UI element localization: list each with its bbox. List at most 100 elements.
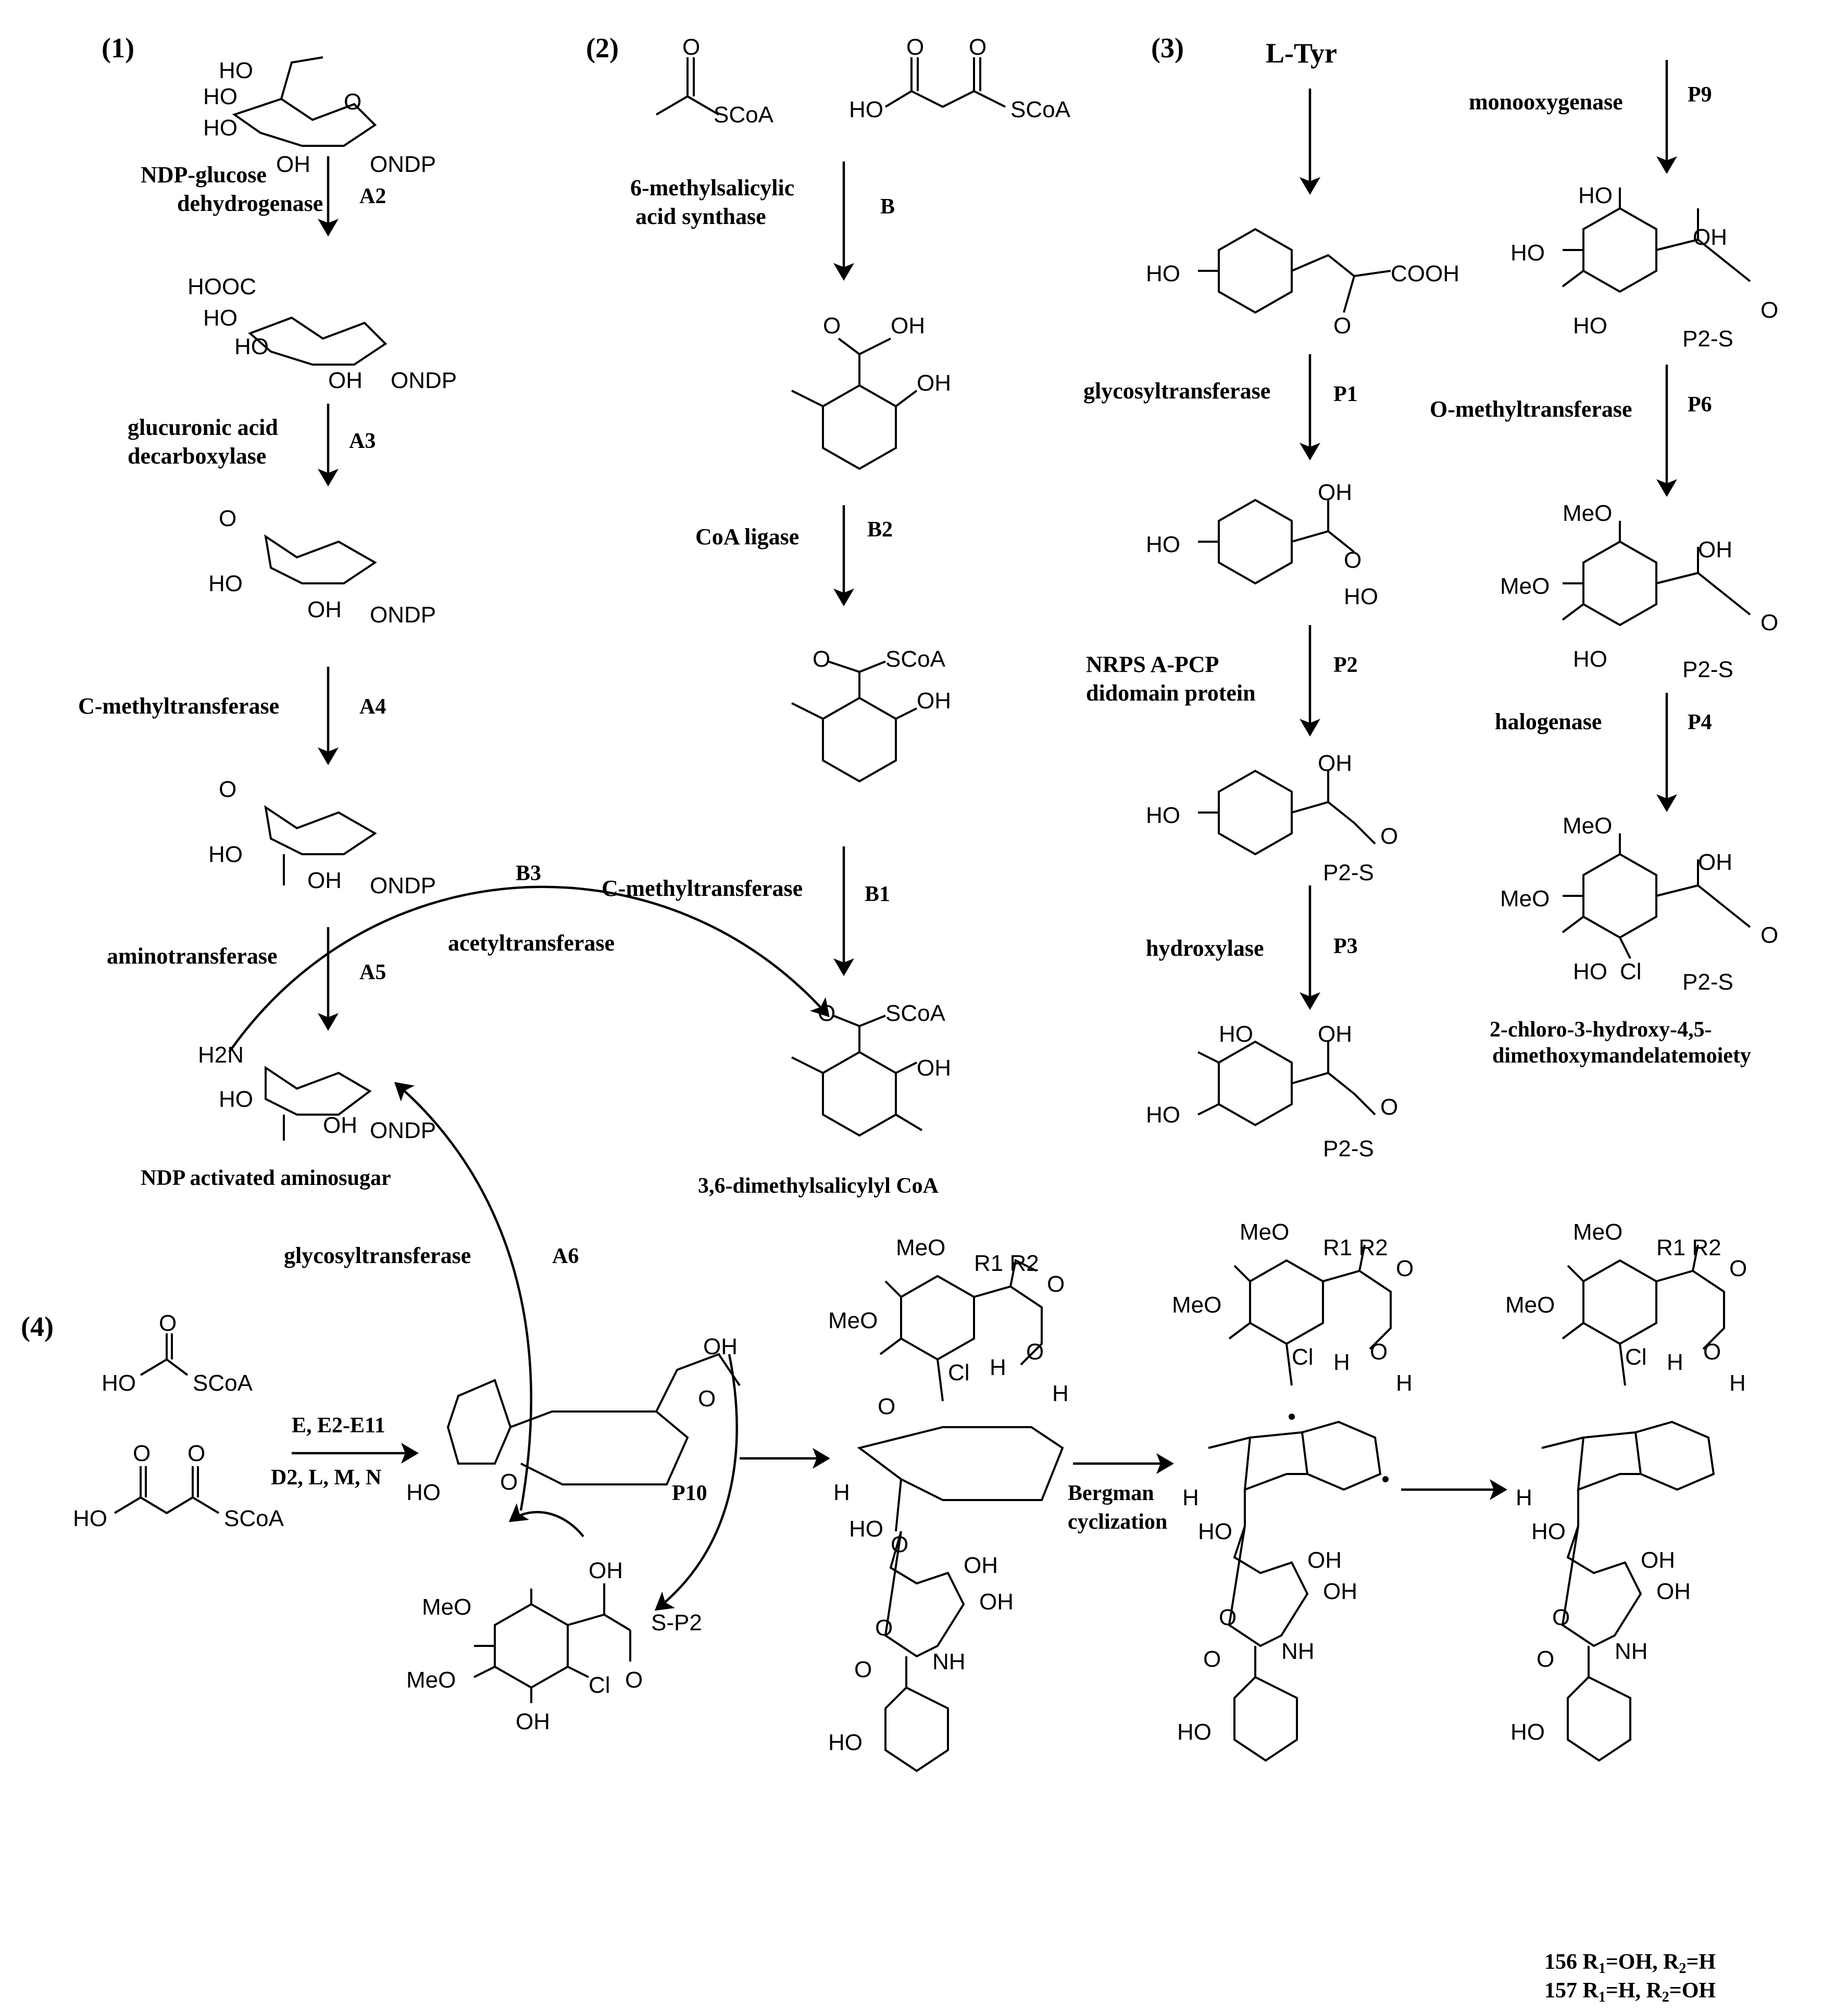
atom-label: OH	[917, 688, 951, 714]
atom-label: OH	[964, 1553, 998, 1578]
atom-label: P2-S	[1323, 860, 1374, 885]
atom-label: ONDP	[370, 873, 436, 898]
reverse-arrow	[508, 1503, 584, 1538]
atom-label: O	[1203, 1646, 1221, 1672]
atom-label: SCoA	[885, 1001, 946, 1026]
atom-label: HO	[102, 1370, 136, 1396]
section-label-3: (3)	[1151, 32, 1184, 64]
structure-enediyne-core: OH O HO O	[406, 1334, 741, 1505]
atom-label: H	[1396, 1370, 1413, 1396]
step-code: B3	[516, 861, 541, 885]
atom-label: Cl	[1625, 1344, 1647, 1370]
atom-label: SCoA	[714, 102, 774, 128]
step-code: P9	[1688, 83, 1712, 107]
enzyme-label: acid synthase	[635, 204, 766, 229]
atom-label: O	[1760, 610, 1778, 635]
atom-label: O	[969, 34, 987, 60]
atom-label: O	[1333, 313, 1351, 339]
enzyme-label: 6-methylsalicylic	[630, 175, 794, 201]
step-code: A3	[349, 429, 376, 453]
enzyme-label: acetyltransferase	[448, 930, 615, 956]
atom-label: H	[833, 1480, 850, 1505]
atom-label: O	[188, 1441, 205, 1466]
section-label-2: (2)	[586, 32, 619, 64]
atom-label: HO	[203, 115, 238, 141]
atom-label: H	[1052, 1381, 1069, 1406]
enzyme-label: glucuronic acid	[128, 415, 278, 440]
product-label: 2-chloro-3-hydroxy-4,5-	[1490, 1018, 1712, 1042]
enzyme-group: E, E2-E11	[292, 1414, 385, 1438]
enzyme-label: didomain protein	[1086, 680, 1256, 706]
atom-label: ONDP	[370, 602, 436, 628]
enzyme-label: dehydrogenase	[177, 191, 323, 216]
structure-4-hydroxyphenylpyruvate: HO O COOH	[1146, 228, 1459, 339]
structure-trihydroxymandeloyl-pcp: HO HO HO OH O P2-S	[1510, 183, 1778, 352]
atom-label: Cl	[948, 1360, 970, 1385]
atom-label: O	[1760, 922, 1778, 948]
atom-label: NH	[1281, 1639, 1315, 1664]
atom-label: HO	[406, 1480, 441, 1505]
atom-label: MeO	[1573, 1219, 1622, 1245]
atom-label: HO	[1578, 183, 1613, 208]
atom-label: OH	[1318, 480, 1352, 505]
atom-label: O	[344, 89, 361, 115]
atom-label: HO	[828, 1730, 863, 1755]
structure-ndp-aminosugar: H2N HO OH ONDP	[198, 1042, 436, 1143]
atom-label: HO	[1510, 1719, 1545, 1745]
atom-label: MeO	[1505, 1292, 1555, 1318]
structure-3-6-dimethylsalicylyl-coa: O SCoA OH	[791, 1001, 951, 1137]
atom-label: HO	[1573, 959, 1607, 984]
atom-label: HO	[208, 842, 243, 867]
atom-label: MeO	[896, 1235, 945, 1260]
atom-label: H	[1516, 1485, 1532, 1510]
atom-label: HO	[203, 305, 238, 331]
step-code: B	[880, 195, 895, 219]
pathway-4: HO O SCoA HO O O SCoA E, E2-E11 D2, L, M…	[73, 1082, 1747, 2005]
structure-dihydroxymandeloyl-pcp: HO HO OH O P2-S	[1146, 1021, 1398, 1161]
atom-label: MeO	[1563, 501, 1612, 526]
structure-4-hydroxymandelate: HO OH O HO	[1146, 480, 1378, 609]
atom-label: MeO	[1500, 886, 1550, 911]
structure-acetyl-coa: O SCoA	[655, 34, 774, 128]
atom-label: OH	[1307, 1547, 1342, 1573]
atom-label: HO	[1177, 1719, 1212, 1745]
enzyme-label: C-methyltransferase	[602, 876, 803, 901]
atom-label: OH	[276, 152, 310, 177]
atom-label: O	[1380, 823, 1398, 849]
enzyme-label: NRPS A-PCP	[1086, 652, 1219, 677]
atom-label: HO	[1146, 261, 1180, 286]
atom-label: O	[1760, 297, 1778, 323]
atom-label: P2-S	[1323, 1136, 1374, 1161]
atom-label: O	[1729, 1256, 1747, 1281]
acetyltransferase-arrow	[228, 885, 830, 1053]
atom-label: OH	[516, 1709, 550, 1734]
atom-label: H	[1729, 1370, 1746, 1396]
atom-label: H	[1182, 1485, 1199, 1510]
atom-label: O	[854, 1657, 872, 1682]
atom-label: OH	[1318, 1021, 1352, 1047]
structure-ndp-xylose-ketone: O HO OH ONDP	[208, 506, 436, 628]
atom-label: HO	[1219, 1021, 1253, 1047]
pathway-1: HO HO HO OH ONDP O NDP-glucose dehydroge…	[78, 56, 457, 1190]
product-label: 3,6-dimethylsalicylyl CoA	[698, 1174, 939, 1198]
atom-label: O	[1552, 1605, 1570, 1630]
atom-label: OH	[1323, 1579, 1357, 1604]
atom-label: OH	[1698, 850, 1732, 875]
enzyme-label: O-methyltransferase	[1430, 396, 1632, 422]
step-code: P6	[1688, 393, 1712, 417]
atom-label: Cl	[1292, 1344, 1314, 1370]
atom-label: O	[133, 1441, 151, 1466]
enzyme-label: hydroxylase	[1146, 935, 1264, 961]
section-label-4: (4)	[21, 1311, 54, 1342]
atom-label: O	[878, 1394, 895, 1419]
atom-label: OH	[703, 1334, 738, 1359]
atom-label: S-P2	[651, 1610, 702, 1635]
atom-label: HO	[1510, 240, 1545, 266]
atom-label: MeO	[1172, 1292, 1221, 1318]
enzyme-group: D2, L, M, N	[271, 1466, 381, 1490]
atom-label: O	[1380, 1094, 1398, 1120]
atom-label: O	[1026, 1339, 1044, 1365]
atom-label: O	[813, 646, 830, 672]
atom-label: SCoA	[1010, 97, 1071, 122]
